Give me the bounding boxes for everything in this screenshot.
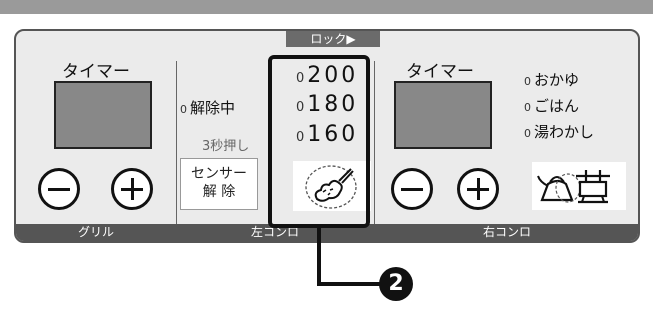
right-timer-display [394,81,492,149]
right-stove-section-label: 右コンロ [482,225,531,239]
sensor-button-label-2: 解 除 [202,184,236,200]
section-label-bar [16,224,638,241]
grill-timer-label: タイマー [62,62,130,82]
right-plus-button[interactable] [457,168,499,210]
callout-line-vertical [317,228,321,286]
section-divider-right [374,61,375,227]
temp-value: 200 [307,63,359,88]
mode-label: 湯わかし [534,123,595,141]
tempura-button[interactable] [293,161,371,211]
indicator-lamp: 0 [296,100,305,115]
temp-value: 180 [307,92,359,117]
tempura-icon [305,165,357,209]
plus-icon-vertical [476,178,480,200]
sensor-release-button[interactable]: センサー 解 除 [180,158,258,210]
right-timer-label: タイマー [406,62,474,82]
callout-number-badge: 2 [379,267,413,301]
indicator-lamp: 0 [180,103,187,116]
plus-icon-vertical [130,178,134,200]
callout-highlight-box [268,55,370,228]
minus-icon [48,187,70,191]
callout-line-horizontal [317,282,381,286]
section-divider-left [176,61,177,227]
indicator-lamp: 0 [524,101,531,114]
minus-icon [401,187,423,191]
grill-plus-button[interactable] [111,168,153,210]
mode-label: おかゆ [534,71,580,89]
indicator-lamp: 0 [296,71,305,86]
indicator-lamp: 0 [524,127,531,140]
kettle-button[interactable] [532,162,626,210]
hold-hint-label: 3秒押し [202,139,250,154]
temp-value: 160 [307,122,359,147]
grill-minus-button[interactable] [38,168,80,210]
kettle-icon [537,170,610,204]
sensor-button-label-1: センサー [191,166,247,182]
indicator-lamp: 0 [524,75,531,88]
grill-section-label: グリル [77,225,114,239]
left-stove-section-label: 左コンロ [250,225,299,239]
top-rule [0,0,653,14]
grill-timer-display [54,81,152,149]
indicator-lamp: 0 [296,130,305,145]
mode-label: ごはん [534,97,580,115]
right-minus-button[interactable] [391,168,433,210]
unlock-indicator-label: 解除中 [190,99,236,117]
lock-tab: ロック▶ [286,31,380,47]
